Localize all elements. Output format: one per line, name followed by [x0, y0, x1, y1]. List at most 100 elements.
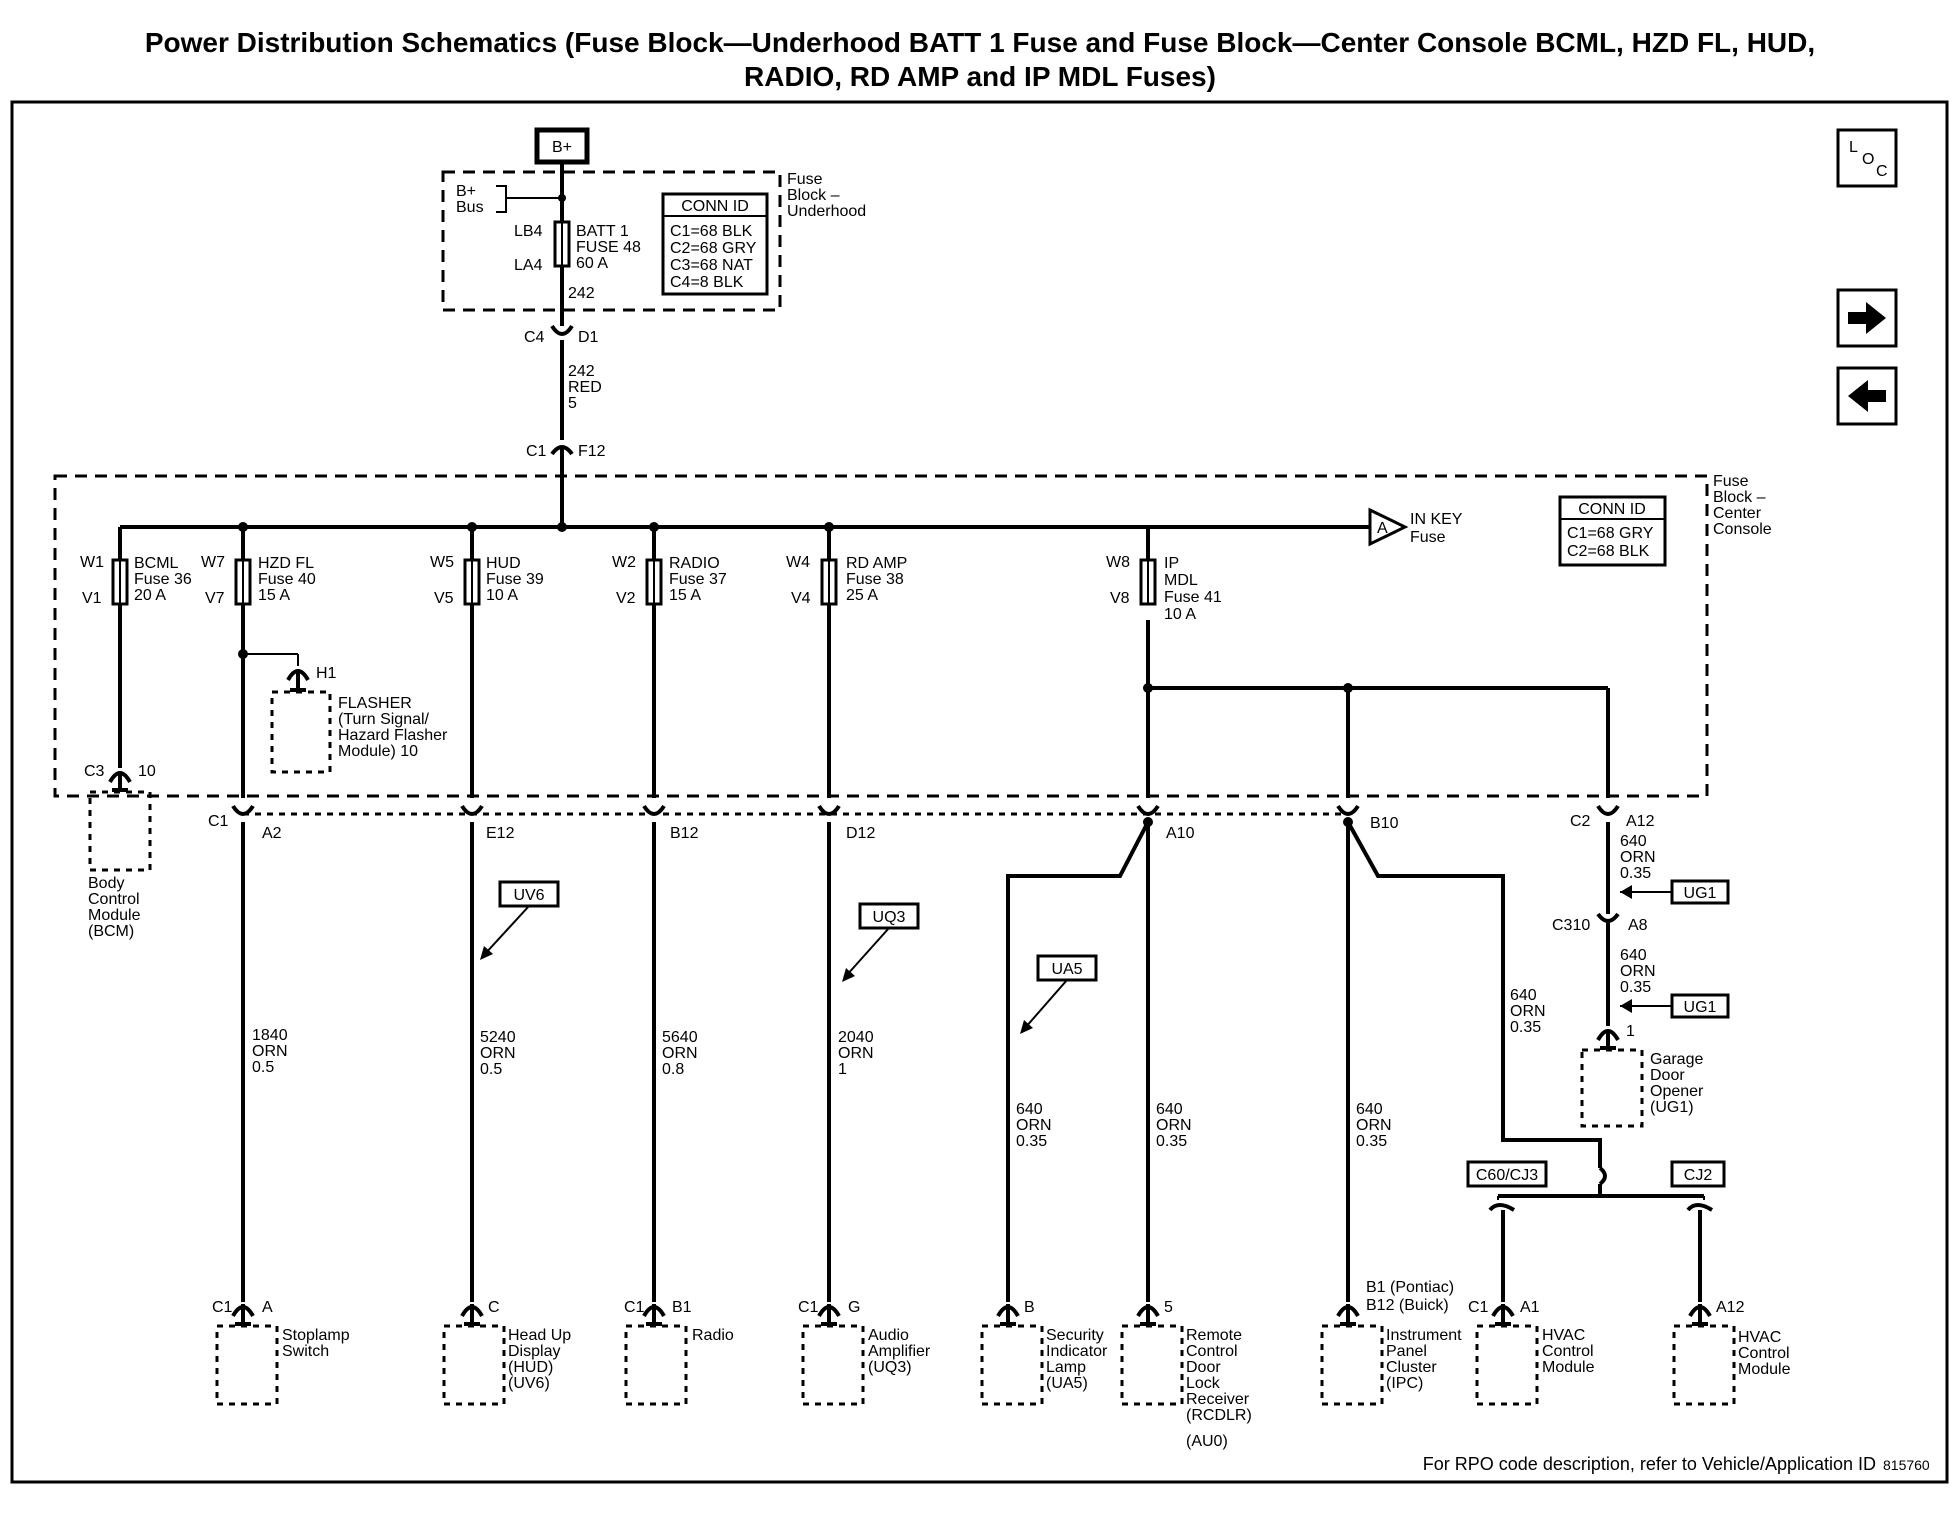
- c60-cj3-option: C60/CJ3: [1466, 1160, 1548, 1188]
- console-conn-1: C1=68 GRY: [1567, 525, 1654, 542]
- feed-wire-1: 242: [568, 363, 595, 380]
- rcdlr-label-5: Receiver: [1186, 1391, 1250, 1408]
- fuse-bcml-top: W1: [80, 554, 104, 571]
- feed-wire-2: RED: [568, 379, 602, 396]
- flasher-box: [270, 690, 332, 774]
- feed-wire-3: 5: [568, 395, 577, 412]
- fuse-hud-label-2: Fuse 39: [486, 571, 544, 588]
- fuse-rd-amp-top: W4: [786, 554, 810, 571]
- stoplamp-label-1: Stoplamp: [282, 1327, 350, 1344]
- hud-connector: [460, 1304, 484, 1326]
- garage-wire-lower-1: 640: [1620, 947, 1647, 964]
- fuse-ip-mdl: W8 V8 IP MDL Fuse 41 10 A: [1106, 554, 1222, 623]
- batt1-fuse-label-2: FUSE 48: [576, 239, 641, 256]
- fuse-block-underhood: [441, 170, 782, 312]
- wire-ipc-2: ORN: [1356, 1117, 1392, 1134]
- prev-page-button[interactable]: [1836, 366, 1898, 426]
- ipc-pin-2: B12 (Buick): [1366, 1297, 1449, 1314]
- wire-rcdlr-1: 640: [1156, 1101, 1183, 1118]
- hvac2-connector: [1688, 1304, 1712, 1326]
- fuse-rd-amp-label-3: 25 A: [846, 587, 878, 604]
- garage-label-4: (UG1): [1650, 1099, 1694, 1116]
- battery-source-box: [534, 127, 590, 165]
- hvac1-box: [1475, 1324, 1539, 1406]
- conn-c1-feed-label: C1: [526, 443, 547, 460]
- bcm-label-4: (BCM): [88, 923, 134, 940]
- ipc-pin-1: B1 (Pontiac): [1366, 1279, 1454, 1296]
- garage-wire-upper-2: ORN: [1620, 849, 1656, 866]
- fuse-hud-label-1: HUD: [486, 555, 521, 572]
- c1-pin-e12: E12: [486, 825, 515, 842]
- fuse-hzd-fl-bottom: V7: [205, 590, 225, 607]
- fuse-hzd-fl-label-2: Fuse 40: [258, 571, 316, 588]
- next-page-button[interactable]: [1836, 288, 1898, 348]
- wire-radio-3: 0.8: [662, 1061, 684, 1078]
- hvac2-box: [1672, 1324, 1736, 1406]
- stoplamp-pin: A: [262, 1299, 273, 1316]
- arrow-left-icon: [1848, 380, 1886, 412]
- c1-pin-b12: B12: [670, 825, 699, 842]
- footer-id: 815760: [1883, 1457, 1930, 1473]
- ipc-label-1: Instrument: [1386, 1327, 1462, 1344]
- hud-label-4: (UV6): [508, 1375, 550, 1392]
- rcdlr-label-2: Control: [1186, 1343, 1238, 1360]
- rcdlr-label-7: (AU0): [1186, 1433, 1228, 1450]
- garage-door-opener-box: [1580, 1048, 1644, 1128]
- rcdlr-pin: 5: [1164, 1299, 1173, 1316]
- garage-label-3: Opener: [1650, 1083, 1704, 1100]
- cj2-label: CJ2: [1684, 1167, 1713, 1184]
- bplus-bus-label-1: B+: [456, 183, 476, 200]
- fuse-radio-bottom: V2: [616, 590, 636, 607]
- hvac2-label-3: Module: [1738, 1361, 1791, 1378]
- wire-ipc-3: 0.35: [1356, 1133, 1387, 1150]
- fuse-hzd-fl: W7 V7 HZD FL Fuse 40 15 A: [201, 554, 316, 607]
- in-key-label-1: IN KEY: [1410, 511, 1463, 528]
- ipc-label-4: (IPC): [1386, 1375, 1423, 1392]
- ug1-option-upper: UG1: [1620, 879, 1730, 905]
- radio-conn: C1: [624, 1299, 645, 1316]
- fuse-bcml-label-2: Fuse 36: [134, 571, 192, 588]
- amp-label-2: Amplifier: [868, 1343, 931, 1360]
- wire-radio-2: ORN: [662, 1045, 698, 1062]
- in-key-letter: A: [1377, 520, 1388, 537]
- underhood-conn-id-title: CONN ID: [681, 198, 749, 215]
- fuse-radio-label-3: 15 A: [669, 587, 701, 604]
- fuse-ip-mdl-label-4: 10 A: [1164, 606, 1196, 623]
- fuse-hzd-fl-label-3: 15 A: [258, 587, 290, 604]
- stoplamp-connector: [231, 1304, 255, 1326]
- hvac1-pin: A1: [1520, 1299, 1540, 1316]
- c310-pin-a8: A8: [1628, 917, 1648, 934]
- security-lamp-box: [980, 1324, 1044, 1406]
- hud-label-3: (HUD): [508, 1359, 553, 1376]
- loc-c: C: [1876, 163, 1888, 180]
- hvac2-label-1: HVAC: [1738, 1329, 1781, 1346]
- conn-d1-label: D1: [578, 329, 599, 346]
- fuse-ip-mdl-label-3: Fuse 41: [1164, 589, 1222, 606]
- c60-cj3-label: C60/CJ3: [1476, 1167, 1538, 1184]
- loc-button[interactable]: L O C: [1836, 128, 1898, 188]
- fuse-ip-mdl-top: W8: [1106, 554, 1130, 571]
- wire-hud-3: 0.5: [480, 1061, 502, 1078]
- fuse-radio-label-2: Fuse 37: [669, 571, 727, 588]
- flasher-label-4: Module) 10: [338, 743, 418, 760]
- footer-note: For RPO code description, refer to Vehic…: [1423, 1454, 1876, 1474]
- wire-rcdlr-2: ORN: [1156, 1117, 1192, 1134]
- amp-conn: C1: [798, 1299, 819, 1316]
- fuse-bcml-label-1: BCML: [134, 555, 179, 572]
- flasher-label-2: (Turn Signal/: [338, 711, 430, 728]
- conn-c4-label: C4: [524, 329, 545, 346]
- rcdlr-label-6: (RCDLR): [1186, 1407, 1252, 1424]
- wire-hvac-3: 0.35: [1510, 1019, 1541, 1036]
- stoplamp-label-2: Switch: [282, 1343, 329, 1360]
- c1-row-conn: C1: [208, 813, 229, 830]
- underhood-conn-id-table: CONN ID C1=68 BLK C2=68 GRY C3=68 NAT C4…: [661, 192, 769, 296]
- flasher-label-1: FLASHER: [338, 695, 412, 712]
- rcdlr-box: [1120, 1324, 1184, 1406]
- wire-amp-3: 1: [838, 1061, 847, 1078]
- bcm-conn-label: C3: [84, 763, 105, 780]
- wire-stoplamp-3: 0.5: [252, 1059, 274, 1076]
- c310-conn: C310: [1552, 917, 1590, 934]
- wire-ipc-1: 640: [1356, 1101, 1383, 1118]
- wire-stoplamp-1: 1840: [252, 1027, 288, 1044]
- wire-hud-2: ORN: [480, 1045, 516, 1062]
